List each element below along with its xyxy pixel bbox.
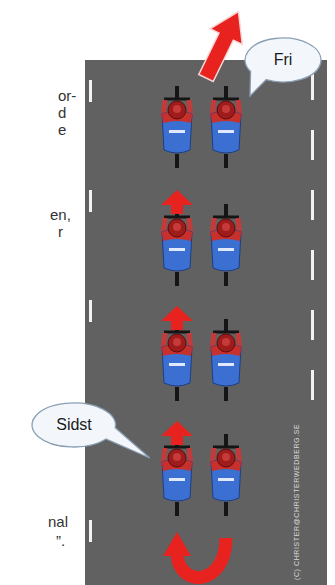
cyclist (211, 204, 241, 286)
bubble-text: Fri (274, 51, 293, 69)
cyclist (211, 86, 241, 168)
text-fragment: en, (50, 206, 71, 223)
turn-arrow (163, 532, 226, 577)
text-fragment: nal (48, 513, 68, 530)
text-fragment: ”. (56, 532, 65, 549)
riders (162, 86, 241, 516)
exit-arrow (190, 4, 255, 86)
speech-bubble: Fri (245, 38, 321, 82)
text-fragment: r (58, 223, 63, 240)
cyclist (162, 319, 192, 401)
speech-bubble: Sidst (32, 403, 116, 447)
cyclist (211, 319, 241, 401)
move-up-arrows (161, 190, 193, 445)
bubble-text: Sidst (56, 416, 92, 434)
text-fragment: or- (58, 87, 76, 104)
text-fragment: d (58, 104, 66, 121)
cyclist (162, 204, 192, 286)
road (85, 60, 327, 585)
cyclist (162, 86, 192, 168)
cyclist (211, 434, 241, 516)
cyclist (162, 434, 192, 516)
lane-markings (89, 70, 314, 542)
watermark: (C) CHRISTER@CHRISTERWEDBERG.SE (293, 424, 300, 580)
text-fragment: e (58, 121, 66, 138)
